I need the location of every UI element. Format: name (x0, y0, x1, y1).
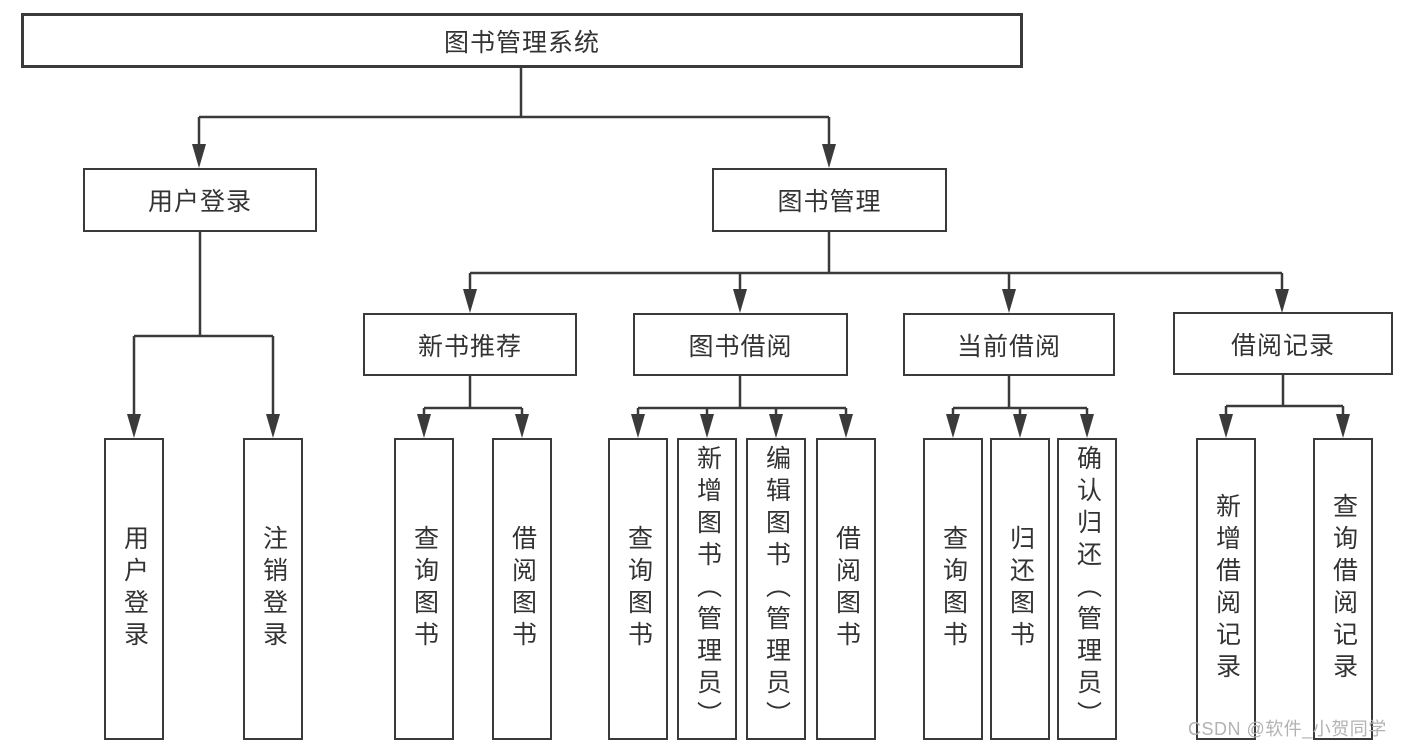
leaf-add-books-admin: 新增图书（管理员） (677, 438, 737, 740)
connector-new-book-recommend (417, 376, 529, 438)
leaf-borrow-books: 借阅图书 (816, 438, 876, 740)
node-user-login: 用户登录 (83, 168, 317, 232)
node-current-borrow: 当前借阅 (903, 313, 1115, 376)
leaf-query-books-current: 查询图书 (923, 438, 983, 740)
node-new-book-recommend: 新书推荐 (363, 313, 577, 376)
leaf-query-borrow-record: 查询借阅记录 (1313, 438, 1373, 740)
connector-user-login (127, 232, 280, 438)
connector-book-borrow (631, 376, 853, 438)
leaf-edit-books-admin: 编辑图书（管理员） (746, 438, 806, 740)
leaf-borrow-books-recommend: 借阅图书 (492, 438, 552, 740)
connector-root (192, 68, 836, 168)
node-library-management-system: 图书管理系统 (21, 13, 1023, 68)
leaf-logout-login: 注销登录 (243, 438, 303, 740)
leaf-query-books-borrow: 查询图书 (608, 438, 668, 740)
connector-current-borrow (946, 376, 1094, 438)
connector-book-management (463, 232, 1289, 313)
csdn-watermark: CSDN @软件_小贺同学 (1188, 719, 1387, 739)
leaf-confirm-return-admin: 确认归还（管理员） (1057, 438, 1117, 740)
leaf-add-borrow-record: 新增借阅记录 (1196, 438, 1256, 740)
node-book-management: 图书管理 (712, 168, 947, 232)
node-borrow-records: 借阅记录 (1173, 312, 1393, 375)
leaf-query-books-recommend: 查询图书 (394, 438, 454, 740)
leaf-user-login: 用户登录 (104, 438, 164, 740)
node-book-borrow: 图书借阅 (633, 313, 848, 376)
connector-borrow-records (1219, 374, 1350, 438)
leaf-return-books: 归还图书 (990, 438, 1050, 740)
